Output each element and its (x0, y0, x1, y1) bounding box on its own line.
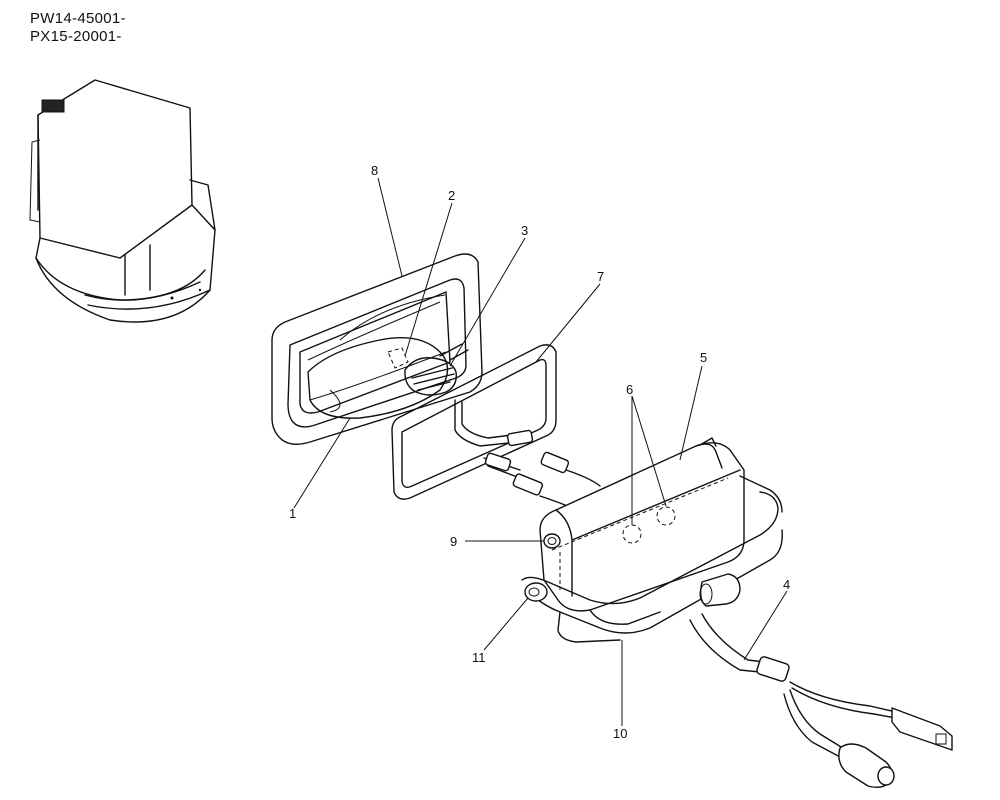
callout-4: 4 (783, 577, 790, 592)
callout-6: 6 (626, 382, 633, 397)
part-11-knob (524, 582, 548, 602)
side-knob (699, 573, 741, 607)
callout-5: 5 (700, 350, 707, 365)
leader-lines (293, 177, 788, 726)
callout-9: 9 (450, 534, 457, 549)
part-5-rear-housing (539, 437, 745, 612)
callout-3: 3 (521, 223, 528, 238)
serial-range-2: PX15-20001- (30, 28, 122, 45)
callout-11: 11 (472, 650, 486, 665)
callout-1: 1 (289, 506, 296, 521)
serial-range-1: PW14-45001- (30, 10, 126, 27)
callout-2: 2 (448, 188, 455, 203)
callout-7: 7 (597, 269, 604, 284)
part-1-lens (307, 337, 449, 419)
part-10-bracket (521, 475, 783, 643)
part-7-gasket (391, 344, 557, 500)
lamp-wire-connectors (454, 399, 601, 513)
part-2-bulb (387, 347, 409, 369)
callout-10: 10 (613, 726, 627, 741)
part-4-wire-harness (689, 613, 953, 789)
callout-8: 8 (371, 163, 378, 178)
part-9-grommet (543, 533, 561, 549)
part-3-socket (404, 343, 469, 396)
machine-cab-thumbnail (29, 79, 216, 323)
